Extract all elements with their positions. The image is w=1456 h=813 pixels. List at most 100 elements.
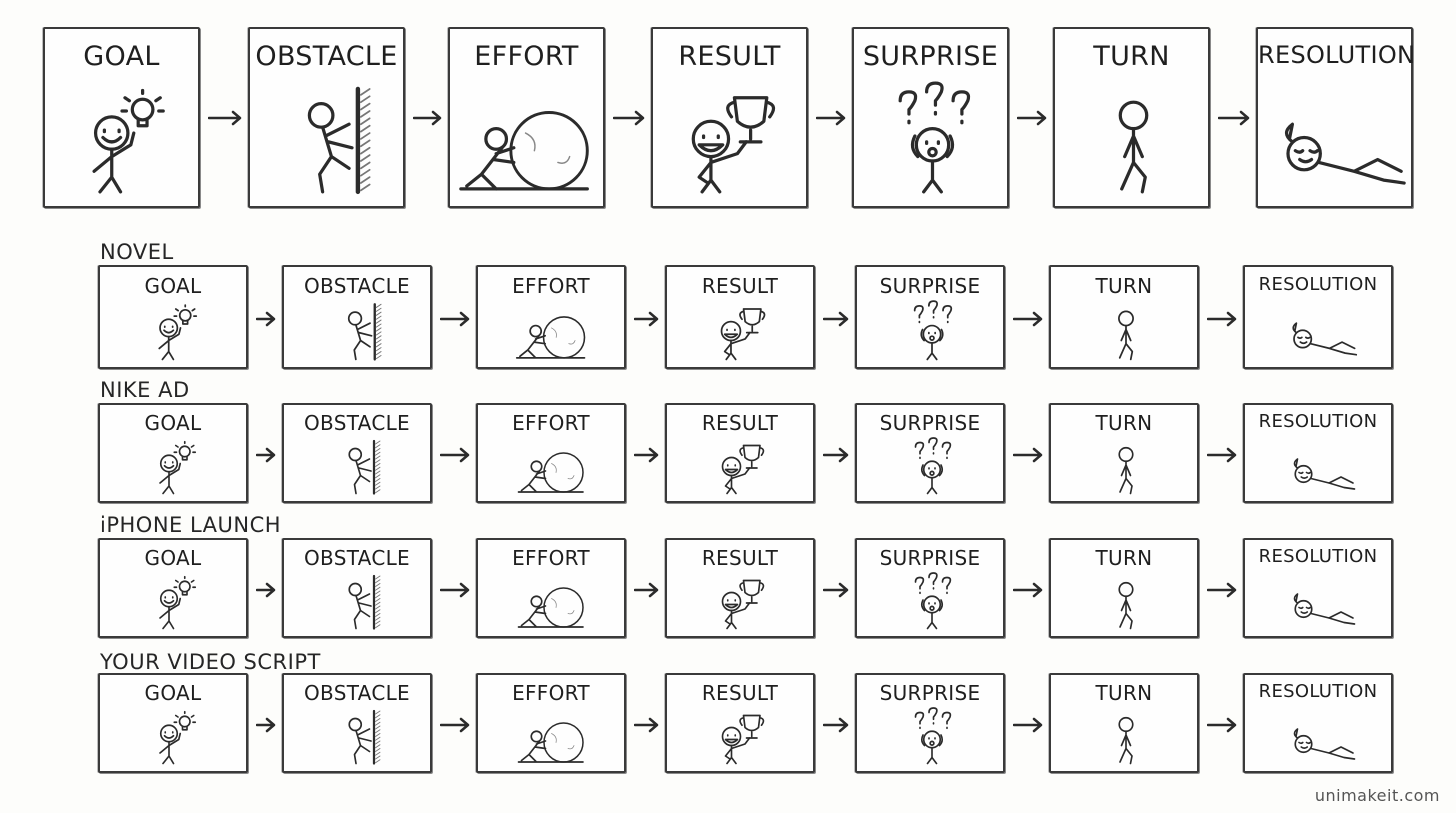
stage-title: SURPRISE [857, 411, 1003, 435]
stick-figure-idea-icon [105, 705, 245, 765]
stick-figure-surprised-icon [859, 72, 1006, 200]
stage-goal: GOAL [98, 673, 248, 773]
stick-figure-surprised-icon [862, 570, 1002, 630]
flow-arrow [256, 447, 280, 463]
stick-figure-climbing-wall-icon [289, 705, 429, 765]
row-label: NOVEL [100, 240, 174, 264]
stage-title: TURN [1051, 681, 1197, 705]
flow-arrow [1207, 447, 1241, 463]
flow-arrow [1207, 717, 1241, 733]
flow-arrow [823, 311, 853, 327]
stage-title: OBSTACLE [284, 546, 430, 570]
stage-turn: TURN [1049, 673, 1199, 773]
stage-obstacle: OBSTACLE [282, 265, 432, 369]
stage-turn: TURN [1053, 27, 1210, 208]
stage-title: RESULT [667, 411, 813, 435]
stick-figure-climbing-wall-icon [255, 72, 402, 200]
stick-figure-walking-icon [1056, 570, 1196, 630]
stick-figure-idea-icon [105, 298, 245, 361]
stage-title: RESOLUTION [1258, 41, 1411, 69]
stage-result: RESULT [665, 403, 815, 503]
stage-goal: GOAL [98, 403, 248, 503]
stage-title: EFFORT [478, 681, 624, 705]
row-label: iPHONE LAUNCH [100, 513, 281, 537]
stick-figure-walking-icon [1056, 298, 1196, 361]
flow-arrow [440, 447, 474, 463]
stage-resolution: RESOLUTION [1256, 27, 1413, 208]
stage-title: OBSTACLE [284, 681, 430, 705]
stick-figure-pushing-boulder-icon [483, 435, 623, 495]
stage-title: RESOLUTION [1245, 274, 1391, 295]
stage-title: RESOLUTION [1245, 546, 1391, 567]
stage-goal: GOAL [98, 265, 248, 369]
stage-title: GOAL [100, 411, 246, 435]
stage-title: EFFORT [478, 546, 624, 570]
stage-title: OBSTACLE [284, 274, 430, 298]
stick-figure-pushing-boulder-icon [483, 570, 623, 630]
flow-arrow [634, 582, 663, 598]
stick-figure-pushing-boulder-icon [455, 72, 602, 200]
flow-arrow [634, 447, 663, 463]
stage-goal: GOAL [98, 538, 248, 638]
stick-figure-pushing-boulder-icon [483, 705, 623, 765]
stage-title: EFFORT [478, 411, 624, 435]
stage-title: GOAL [100, 546, 246, 570]
flow-arrow [1013, 582, 1047, 598]
stage-title: SURPRISE [857, 546, 1003, 570]
stage-obstacle: OBSTACLE [248, 27, 405, 208]
watermark: unimakeit.com [1315, 786, 1440, 805]
stage-result: RESULT [665, 265, 815, 369]
flow-arrow [256, 717, 280, 733]
stage-turn: TURN [1049, 403, 1199, 503]
flow-arrow [1017, 110, 1051, 126]
stage-effort: EFFORT [448, 27, 605, 208]
stage-goal: GOAL [43, 27, 200, 208]
stage-effort: EFFORT [476, 673, 626, 773]
stick-figure-trophy-icon [658, 72, 805, 200]
flow-arrow [1013, 311, 1047, 327]
stage-title: GOAL [45, 41, 198, 72]
stage-title: TURN [1051, 546, 1197, 570]
stage-obstacle: OBSTACLE [282, 673, 432, 773]
flow-arrow [816, 110, 850, 126]
stage-turn: TURN [1049, 538, 1199, 638]
stage-title: RESOLUTION [1245, 411, 1391, 432]
stage-resolution: RESOLUTION [1243, 403, 1393, 503]
stage-title: OBSTACLE [250, 41, 403, 72]
stage-effort: EFFORT [476, 538, 626, 638]
stick-figure-walking-icon [1056, 435, 1196, 495]
flow-arrow [413, 110, 446, 126]
flow-arrow [256, 582, 280, 598]
flow-arrow [634, 717, 663, 733]
stage-effort: EFFORT [476, 265, 626, 369]
flow-arrow [1013, 717, 1047, 733]
stage-title: OBSTACLE [284, 411, 430, 435]
flow-arrow [613, 110, 649, 126]
stick-figure-trophy-icon [672, 705, 812, 765]
flow-arrow [823, 717, 853, 733]
flow-arrow [440, 717, 474, 733]
stick-figure-reclining-icon [1263, 72, 1410, 200]
stage-title: SURPRISE [857, 274, 1003, 298]
stick-figure-surprised-icon [862, 435, 1002, 495]
stick-figure-trophy-icon [672, 435, 812, 495]
stage-title: TURN [1051, 411, 1197, 435]
stick-figure-climbing-wall-icon [289, 570, 429, 630]
stick-figure-idea-icon [105, 435, 245, 495]
stage-surprise: SURPRISE [855, 403, 1005, 503]
stage-obstacle: OBSTACLE [282, 403, 432, 503]
stick-figure-pushing-boulder-icon [483, 298, 623, 361]
stage-title: GOAL [100, 681, 246, 705]
stage-title: EFFORT [450, 41, 603, 72]
flow-arrow [1207, 582, 1241, 598]
stage-surprise: SURPRISE [852, 27, 1009, 208]
flow-arrow [634, 311, 663, 327]
stage-title: RESULT [667, 274, 813, 298]
stage-turn: TURN [1049, 265, 1199, 369]
stick-figure-walking-icon [1056, 705, 1196, 765]
flow-arrow [1207, 311, 1241, 327]
flow-arrow [208, 110, 246, 126]
stick-figure-climbing-wall-icon [289, 435, 429, 495]
stick-figure-climbing-wall-icon [289, 298, 429, 361]
stage-effort: EFFORT [476, 403, 626, 503]
